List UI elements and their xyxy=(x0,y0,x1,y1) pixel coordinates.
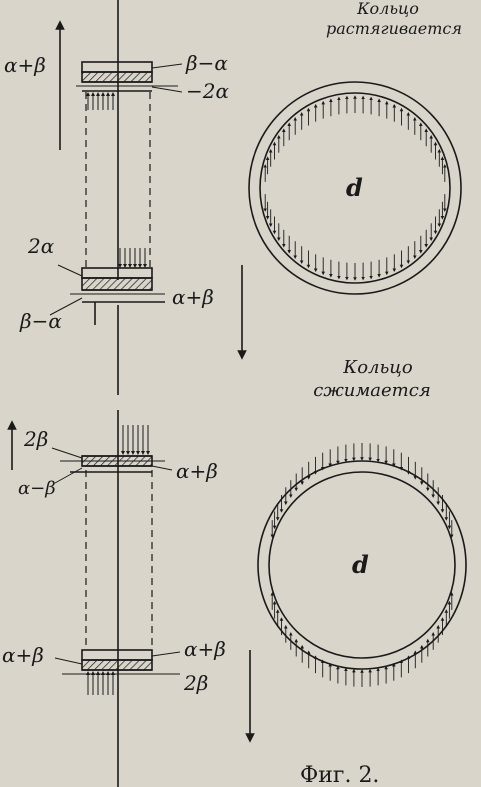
label-alpha-plus-beta-right: α+β xyxy=(176,459,218,483)
top-ring-title-line2: растягивается xyxy=(326,19,462,38)
label-alpha-plus-beta-bottom-right: α+β xyxy=(184,637,226,661)
lower-strip-diagram xyxy=(7,410,255,787)
label-alpha-plus-beta-top: α+β xyxy=(4,53,46,77)
bottom-ring-title-line1: Кольцо xyxy=(342,357,413,378)
bottom-ring-title-line2: сжимается xyxy=(313,380,431,401)
label-alpha-minus-beta: α−β xyxy=(18,478,56,499)
top-ring-diameter-label: d xyxy=(346,173,363,202)
label-2beta-top: 2β xyxy=(23,427,48,451)
top-ring-title-line1: Кольцо xyxy=(356,0,419,18)
ring-tension-diagram xyxy=(248,81,462,295)
label-2beta-bottom: 2β xyxy=(183,671,208,695)
label-alpha-plus-beta-mid: α+β xyxy=(172,285,214,309)
ring-compression-diagram xyxy=(257,443,467,687)
upper-strip-diagram xyxy=(49,0,247,395)
figure-caption: Фиг. 2. xyxy=(300,763,379,787)
label-beta-minus-alpha-mid: β−α xyxy=(19,309,62,333)
label-alpha-plus-beta-bottom-left: α+β xyxy=(2,643,44,667)
label-2alpha: 2α xyxy=(27,234,55,258)
bottom-ring-diameter-label: d xyxy=(352,550,369,579)
label-minus-2alpha: −2α xyxy=(186,79,229,103)
label-beta-minus-alpha-top: β−α xyxy=(185,51,228,75)
